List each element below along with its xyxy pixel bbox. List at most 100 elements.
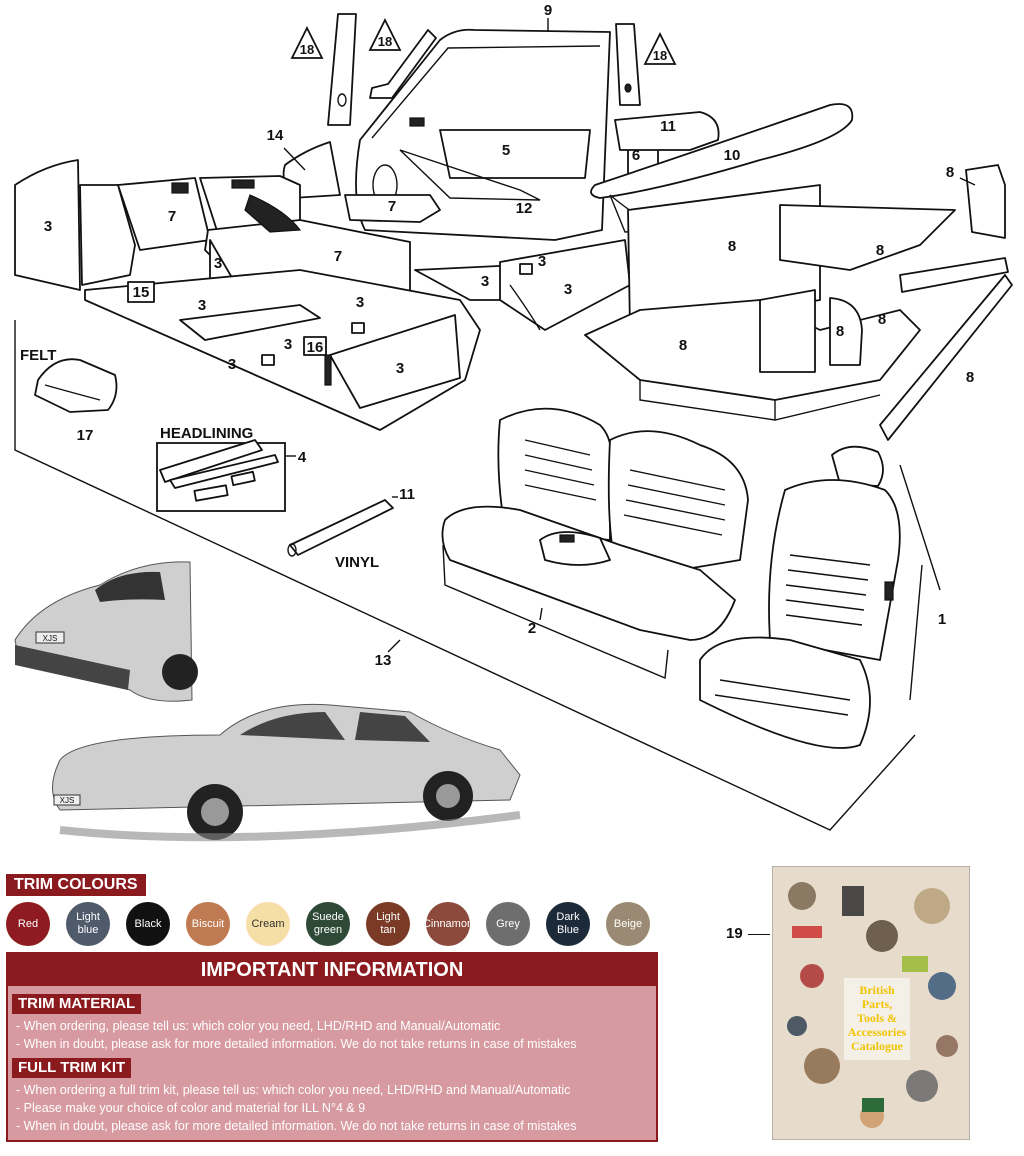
colour-swatch-label: Light blue	[76, 911, 100, 936]
a-pillar-trim-right[interactable]	[615, 23, 641, 106]
front-seat[interactable]	[699, 445, 901, 749]
boot-trim-set[interactable]	[584, 164, 1013, 441]
vinyl-label: VINYL	[335, 554, 379, 571]
part-number-17: 17	[77, 427, 94, 444]
colour-swatch-label: Red	[17, 917, 39, 930]
a-pillar-trim-left[interactable]	[327, 13, 357, 126]
colour-swatch-label: Biscuit	[191, 917, 225, 930]
part-number-7-c: 7	[334, 248, 342, 265]
part-number-3-a: 3	[44, 218, 52, 235]
trim-exploded-diagram: 18 18 18	[14, 2, 1013, 842]
part-number-3-b: 3	[214, 255, 222, 272]
colour-swatch-label: Cinnamon	[422, 917, 474, 930]
part-number-14: 14	[267, 127, 284, 144]
trim-material-heading: TRIM MATERIAL	[12, 994, 142, 1014]
part-number-3-i: 3	[228, 356, 236, 373]
part-number-1: 1	[938, 611, 946, 628]
colour-swatches: Red Light blue Black Biscuit Cream Suede gree…	[6, 902, 666, 948]
part-number-12: 12	[516, 200, 533, 217]
part-number-8-d: 8	[836, 323, 844, 340]
headlining-label: HEADLINING	[160, 425, 253, 442]
felt-pad[interactable]: FELT	[20, 347, 118, 413]
part-number-3-e: 3	[564, 281, 572, 298]
part-number-3-g: 3	[356, 294, 364, 311]
part-number-10: 10	[724, 147, 741, 164]
felt-label: FELT	[20, 347, 56, 364]
colour-swatch-light-blue[interactable]: Light blue	[66, 902, 110, 946]
colour-swatch-red[interactable]: Red	[6, 902, 50, 946]
catalogue-title-line-4: Accessories	[848, 1025, 907, 1039]
colour-swatch-suede-green[interactable]: Suede green	[306, 902, 350, 946]
a-pillar-trim-mid[interactable]	[369, 29, 437, 99]
armrest-pad[interactable]	[344, 194, 441, 223]
catalogue-cover[interactable]: British Parts, Tools & Accessories Catal…	[772, 866, 970, 1140]
colour-swatch-label: Beige	[613, 917, 643, 930]
leader-lines	[283, 18, 976, 653]
callout-18-right: 18	[643, 31, 677, 65]
colour-swatch-grey[interactable]: Grey	[486, 902, 530, 946]
colour-swatch-label: Suede green	[312, 911, 344, 936]
colour-swatch-biscuit[interactable]: Biscuit	[186, 902, 230, 946]
part-number-3-j: 3	[396, 360, 404, 377]
colour-swatch-label: Black	[134, 917, 162, 930]
part-number-6: 6	[632, 147, 640, 164]
part-number-8-corner: 8	[946, 164, 954, 181]
colour-swatch-cream[interactable]: Cream	[246, 902, 290, 946]
car-photo-side: XJS	[52, 703, 521, 842]
part-number-7-a: 7	[168, 208, 176, 225]
part-number-2: 2	[528, 620, 536, 637]
trim-material-line-1: - When ordering, please tell us: which c…	[16, 1019, 501, 1033]
colour-swatch-label: Grey	[496, 917, 520, 930]
part-number-3-c: 3	[481, 273, 489, 290]
part-number-8-f: 8	[966, 369, 974, 386]
plate-rear: XJS	[43, 634, 58, 643]
part-number-11-vinyl: 11	[399, 486, 415, 503]
catalogue-title-line-5: Catalogue	[851, 1039, 904, 1053]
part-numbers: 9 14 5 6 11 10 8 3 7 7 12 8 8 3 7 3 3 3 …	[44, 2, 974, 669]
svg-text:18: 18	[378, 34, 392, 49]
rear-seat[interactable]	[441, 407, 749, 680]
colour-swatch-light-tan[interactable]: Light tan	[366, 902, 410, 946]
catalogue-title-line-2: Parts,	[862, 997, 892, 1011]
colour-swatch-label: Cream	[251, 917, 285, 930]
plate-side: XJS	[60, 796, 75, 805]
svg-text:18: 18	[653, 48, 667, 63]
part-number-9: 9	[544, 2, 552, 19]
colour-swatch-label: Light tan	[376, 911, 400, 936]
info-title: IMPORTANT INFORMATION	[8, 954, 656, 986]
full-trim-kit-line-2: - Please make your choice of color and m…	[16, 1101, 366, 1115]
headlining-kit[interactable]: HEADLINING	[156, 425, 286, 512]
part-number-5: 5	[502, 142, 510, 159]
catalogue-title-line-3: Tools &	[857, 1011, 897, 1025]
full-trim-kit-line-1: - When ordering a full trim kit, please …	[16, 1083, 571, 1097]
full-trim-kit-heading: FULL TRIM KIT	[12, 1058, 132, 1078]
rear-quarter-trim[interactable]	[614, 111, 720, 151]
part-number-16: 16	[307, 339, 324, 356]
callout-18-mid: 18	[368, 17, 402, 51]
colour-swatch-black[interactable]: Black	[126, 902, 170, 946]
part-number-19: 19	[726, 925, 743, 942]
car-photo-rear: XJS	[14, 561, 198, 702]
part-number-15: 15	[133, 284, 150, 301]
part-number-4: 4	[298, 449, 307, 466]
colour-swatch-beige[interactable]: Beige	[606, 902, 650, 946]
part-number-8-e: 8	[679, 337, 687, 354]
part-number-8-c: 8	[878, 311, 886, 328]
important-information-panel: IMPORTANT INFORMATION TRIM MATERIAL - Wh…	[6, 952, 658, 1142]
colour-swatch-dark-blue[interactable]: Dark Blue	[546, 902, 590, 946]
part-number-11-top: 11	[660, 118, 676, 135]
vinyl-roll[interactable]: VINYL	[287, 499, 394, 571]
part-number-3-f: 3	[198, 297, 206, 314]
part-number-3-h: 3	[284, 336, 292, 353]
part-number-8-a: 8	[728, 238, 736, 255]
leader-19	[748, 934, 770, 935]
colour-swatch-label: Dark Blue	[556, 911, 580, 936]
part-number-7-b: 7	[388, 198, 396, 215]
part-number-8-b: 8	[876, 242, 884, 259]
carpet-set[interactable]	[14, 159, 631, 431]
colour-swatch-cinnamon[interactable]: Cinnamon	[423, 902, 473, 946]
callout-18-left: 18	[290, 25, 324, 59]
part-number-3-d: 3	[538, 253, 546, 270]
trim-material-line-2: - When in doubt, please ask for more det…	[16, 1037, 577, 1051]
trim-colours-header: TRIM COLOURS	[6, 874, 146, 896]
